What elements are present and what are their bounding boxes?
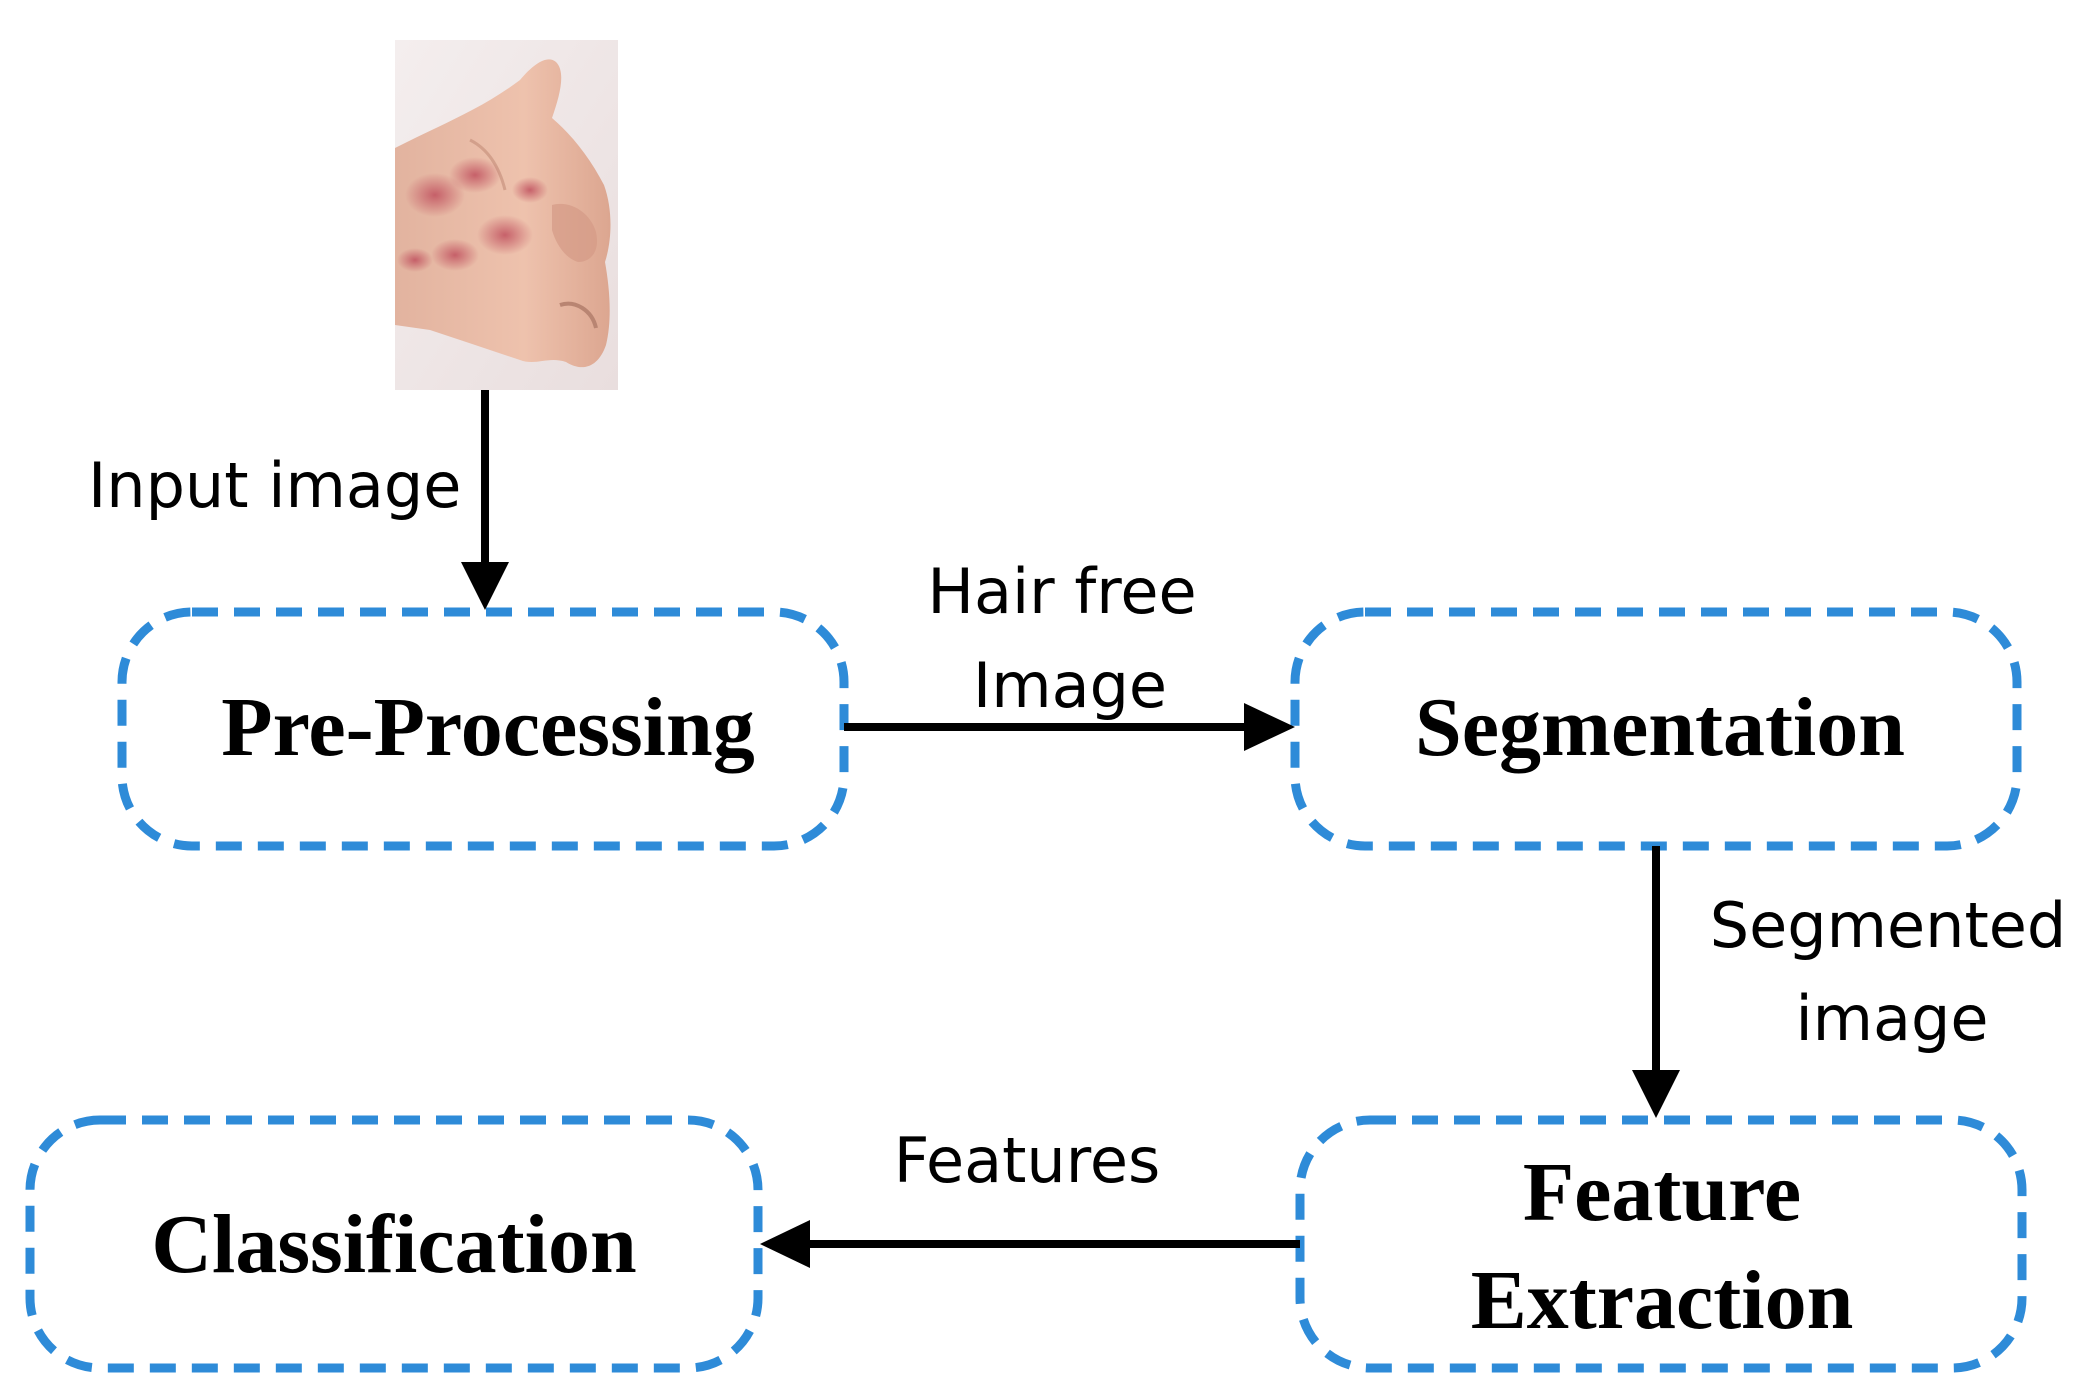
classification-box xyxy=(25,1115,763,1373)
input-image xyxy=(395,40,618,390)
feature-extraction-label-line2: Extraction xyxy=(1471,1254,1854,1347)
features-edge-label: Features xyxy=(894,1124,1161,1197)
feature-extraction-label-line1: Feature xyxy=(1523,1146,1801,1239)
hand-skin-lesion-photo-icon xyxy=(395,59,611,368)
hair-free-edge-label-line2: Image xyxy=(973,649,1167,722)
arrow-feature-extraction-to-classification xyxy=(760,1220,1300,1268)
preprocessing-label: Pre-Processing xyxy=(221,681,754,774)
arrow-segmentation-to-feature-extraction xyxy=(1632,846,1680,1118)
segmented-edge-label-line1: Segmented xyxy=(1710,889,2067,962)
arrow-input-to-preprocessing xyxy=(461,390,509,610)
input-image-edge-label: Input image xyxy=(88,449,461,522)
arrow-preprocessing-to-segmentation xyxy=(844,703,1295,751)
segmented-edge-label-line2: image xyxy=(1795,982,1988,1055)
segmentation-label: Segmentation xyxy=(1415,681,1905,774)
hair-free-edge-label-line1: Hair free xyxy=(927,555,1196,628)
classification-label: Classification xyxy=(151,1198,636,1291)
